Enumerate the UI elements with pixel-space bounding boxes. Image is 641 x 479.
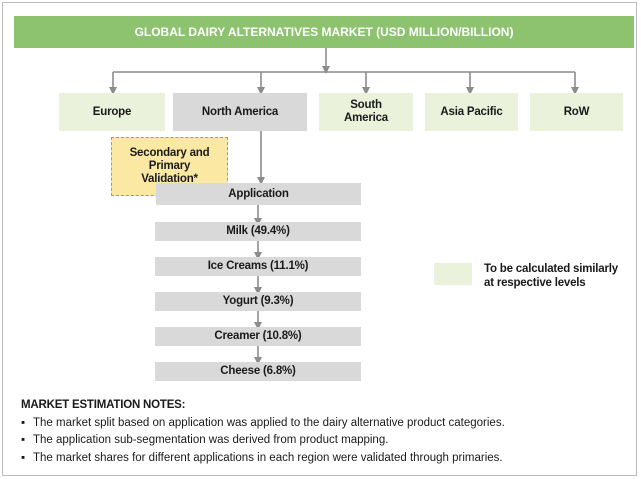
market-title: GLOBAL DAIRY ALTERNATIVES MARKET (USD MI… xyxy=(14,16,634,48)
region-asia-pacific: Asia Pacific xyxy=(425,93,518,131)
note-text: The market shares for different applicat… xyxy=(33,451,503,464)
validation-label: Secondary and Primary Validation* xyxy=(129,147,210,185)
estimation-notes: MARKET ESTIMATION NOTES: ▪ The market sp… xyxy=(21,397,631,467)
note-item: ▪ The market shares for different applic… xyxy=(21,450,631,468)
region-row: RoW xyxy=(530,93,623,131)
note-item: ▪ The market split based on application … xyxy=(21,415,631,433)
legend-swatch xyxy=(434,263,472,285)
bullet-icon: ▪ xyxy=(21,451,26,464)
application-header: Application xyxy=(156,183,361,205)
segment-ice-creams: Ice Creams (11.1%) xyxy=(155,257,361,276)
legend-text: To be calculated similarly at respective… xyxy=(484,263,618,289)
segment-creamer: Creamer (10.8%) xyxy=(155,327,361,346)
segment-cheese: Cheese (6.8%) xyxy=(155,362,361,381)
region-europe: Europe xyxy=(59,93,165,131)
notes-title: MARKET ESTIMATION NOTES: xyxy=(21,399,186,411)
bullet-icon: ▪ xyxy=(21,416,26,429)
region-south-america-label: South America xyxy=(344,99,388,124)
note-text: The market split based on application wa… xyxy=(33,416,505,429)
bullet-icon: ▪ xyxy=(21,434,26,446)
note-text: The application sub-segmentation was der… xyxy=(33,434,389,446)
segment-milk: Milk (49.4%) xyxy=(155,222,361,241)
note-item: ▪ The application sub-segmentation was d… xyxy=(21,432,631,450)
region-south-america: South America xyxy=(319,93,413,131)
segment-yogurt: Yogurt (9.3%) xyxy=(155,292,361,311)
region-north-america: North America xyxy=(173,93,307,131)
